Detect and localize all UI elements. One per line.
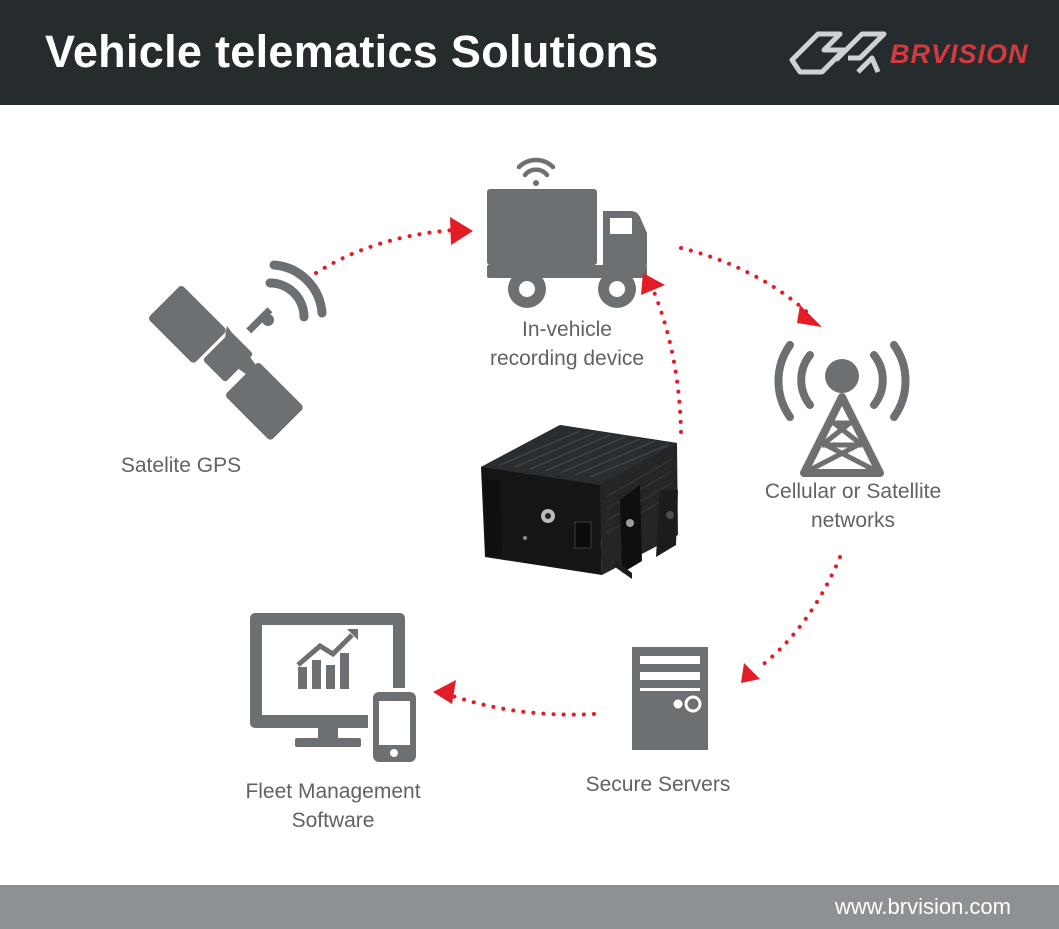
website-url[interactable]: www.brvision.com xyxy=(834,894,1011,919)
arrow-servers-to-fleet xyxy=(433,680,596,717)
servers-label: Secure Servers xyxy=(585,773,731,796)
fleet-label: Fleet Management Software xyxy=(218,777,448,835)
page-title: Vehicle telematics Solutions xyxy=(45,26,659,77)
arrow-vehicle-to-network xyxy=(679,246,822,327)
arrow-gps-to-vehicle xyxy=(314,217,473,275)
vehicle-label-line2: recording device xyxy=(489,347,645,370)
network-label-line1: Cellular or Satellite xyxy=(764,480,942,503)
satellite-icon xyxy=(149,260,327,440)
network-label: Cellular or Satellite networks xyxy=(733,477,973,535)
cell-tower-icon xyxy=(774,341,910,477)
arrow-network-to-servers xyxy=(741,555,842,683)
dvr-device-image xyxy=(481,425,678,579)
server-icon xyxy=(632,647,708,750)
vehicle-label: In-vehicle recording device xyxy=(462,315,672,373)
monitor-chart-icon xyxy=(250,613,405,747)
truck-icon xyxy=(487,189,647,308)
network-label-line2: networks xyxy=(810,509,896,532)
header-bar: Vehicle telematics Solutions BRVISION xyxy=(0,0,1059,105)
vehicle-label-line1: In-vehicle xyxy=(522,318,612,341)
brand-name: BRVISION xyxy=(890,39,1029,69)
wifi-icon xyxy=(516,157,556,186)
footer-bar: www.brvision.com xyxy=(0,885,1059,929)
fleet-label-line2: Software xyxy=(291,809,375,832)
gps-label: Satelite GPS xyxy=(120,454,242,477)
fleet-label-line1: Fleet Management xyxy=(245,780,421,803)
phone-icon xyxy=(368,688,420,767)
brand-logo-icon xyxy=(789,31,887,75)
telematics-diagram xyxy=(149,157,910,767)
arrow-device-to-vehicle xyxy=(641,273,683,434)
